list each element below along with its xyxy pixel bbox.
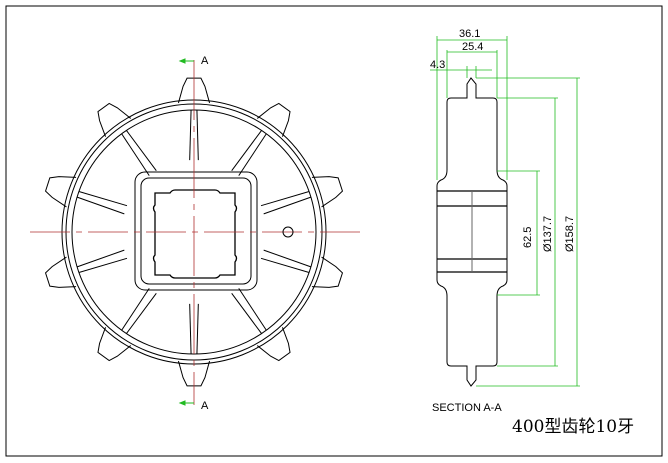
gear-spoke-edge bbox=[189, 110, 192, 161]
dim-tooth-width: 4.3 bbox=[430, 59, 445, 71]
gear-spoke-edge bbox=[196, 303, 199, 354]
gear-spoke-edge bbox=[78, 191, 128, 207]
gear-spoke-edge bbox=[238, 288, 267, 331]
section-view bbox=[436, 77, 508, 387]
section-label: SECTION A-A bbox=[432, 402, 502, 414]
dimension-lines bbox=[430, 36, 580, 387]
hub-square bbox=[134, 171, 258, 291]
gear-tooth bbox=[44, 256, 77, 288]
gear-spoke-edge bbox=[196, 110, 199, 161]
gear-spoke-edge bbox=[263, 249, 312, 268]
dim-hub-width: 25.4 bbox=[462, 41, 483, 53]
gear-spoke-edge bbox=[78, 257, 128, 273]
gear-spoke-edge bbox=[121, 288, 150, 331]
gear-spoke-edge bbox=[238, 133, 267, 176]
gear-spoke-edge bbox=[126, 130, 157, 171]
gear-spoke-edge bbox=[76, 249, 125, 268]
dim-outer-diameter: Ø158.7 bbox=[564, 216, 576, 252]
gear-spoke-edge bbox=[260, 191, 310, 207]
section-arrows bbox=[178, 58, 194, 406]
gear-spoke-edge bbox=[231, 293, 262, 334]
drawing-frame bbox=[5, 5, 663, 457]
gear-spoke-edge bbox=[260, 257, 310, 273]
gear-spoke-edge bbox=[121, 133, 150, 176]
gear-spoke-edge bbox=[126, 293, 157, 334]
gear-tooth bbox=[97, 102, 132, 137]
gear-tooth bbox=[97, 327, 132, 362]
dim-overall-width: 36.1 bbox=[459, 28, 480, 40]
section-marker-top: A bbox=[201, 55, 209, 67]
section-marker-bottom: A bbox=[201, 400, 209, 412]
dim-hub-height: 62.5 bbox=[522, 227, 534, 248]
drawing-title: 400型齿轮10牙 bbox=[512, 417, 634, 437]
gear-tooth bbox=[311, 176, 344, 208]
dim-root-diameter: Ø137.7 bbox=[542, 216, 554, 252]
gear-spoke-edge bbox=[231, 130, 262, 171]
center-lines bbox=[30, 60, 360, 405]
gear-tooth bbox=[311, 256, 344, 288]
gear-spoke-edge bbox=[263, 196, 312, 215]
pin-hole bbox=[282, 226, 294, 238]
gear-spoke-edge bbox=[76, 196, 125, 215]
gear-tooth bbox=[256, 327, 291, 362]
gear-tooth bbox=[256, 102, 291, 137]
gear-tooth bbox=[44, 176, 77, 208]
gear-spoke-edge bbox=[189, 303, 192, 354]
